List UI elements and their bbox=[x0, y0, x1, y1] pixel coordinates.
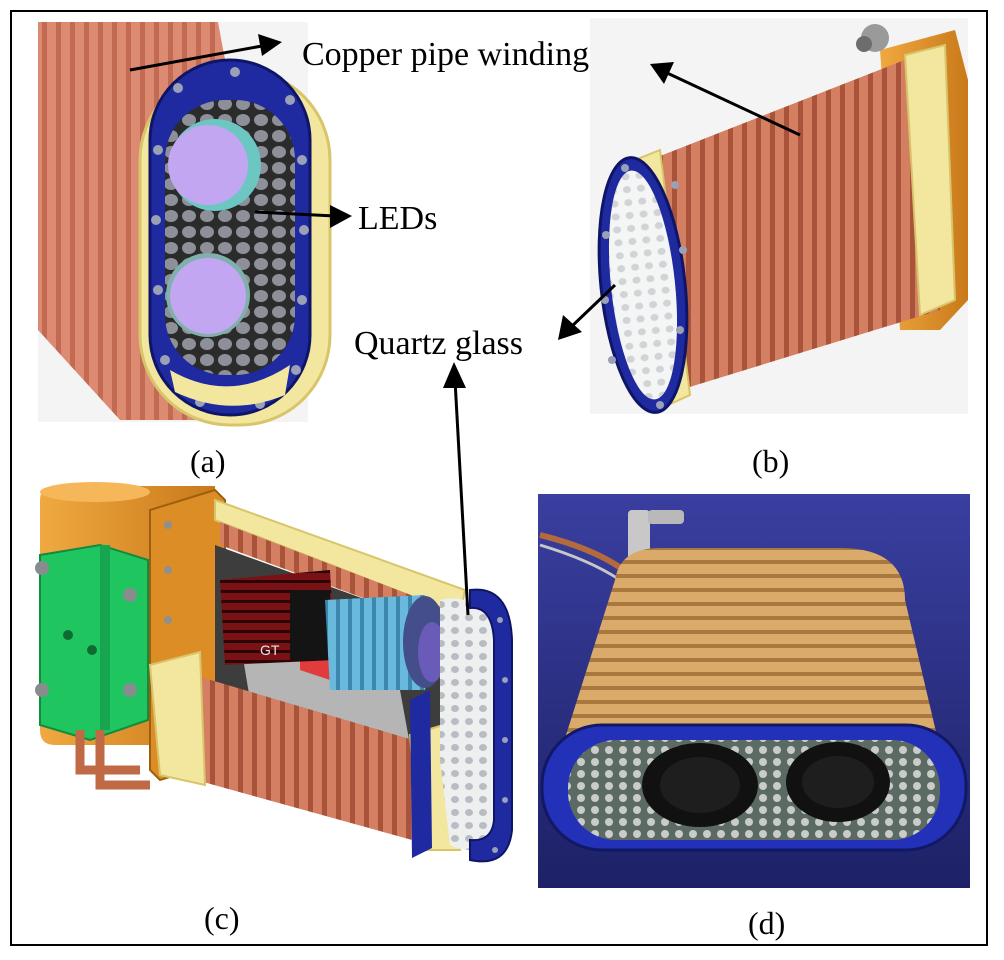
panel-d-photo bbox=[538, 494, 970, 888]
annotation-arrows bbox=[129, 44, 801, 616]
label-leds: LEDs bbox=[358, 200, 438, 237]
label-copper-pipe-winding: Copper pipe winding bbox=[302, 36, 590, 73]
camera-brand-text: GT bbox=[260, 642, 280, 658]
caption-d: (d) bbox=[748, 905, 786, 941]
caption-a: (a) bbox=[190, 443, 226, 479]
arrowheads bbox=[258, 34, 674, 388]
caption-c: (c) bbox=[204, 900, 240, 936]
panel-b-drawing bbox=[590, 18, 968, 414]
panel-a-drawing bbox=[38, 22, 332, 427]
panel-c-drawing: GT bbox=[35, 482, 513, 863]
label-quartz-glass: Quartz glass bbox=[354, 325, 524, 362]
figure-border bbox=[10, 10, 988, 946]
caption-b: (b) bbox=[752, 443, 790, 479]
